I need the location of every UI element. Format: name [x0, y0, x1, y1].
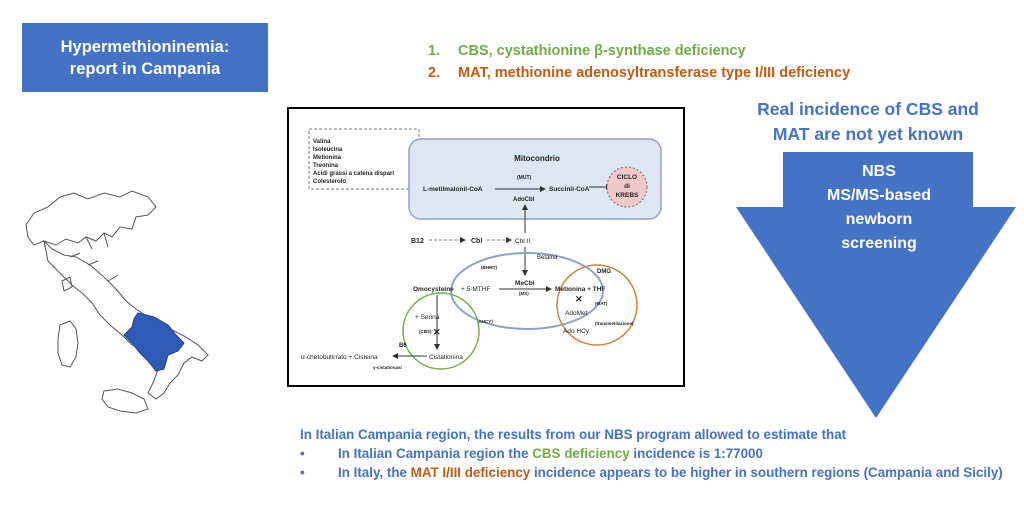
mat-block-icon: ✕ [575, 294, 583, 304]
cbs-circle [402, 292, 480, 370]
down-arrow-shape [736, 152, 1016, 418]
omocisteina-label: Omocysteine [413, 286, 454, 293]
nbs-arrow-text: NBS MS/MS-based newborn screening [826, 163, 931, 252]
input-item: Treonina [313, 163, 339, 169]
l-metilmalonil-label: L-metilmalonil-CoA [423, 186, 483, 193]
metionina-label: Metionina + THF [555, 286, 605, 293]
succinil-label: Succinil-CoA [549, 186, 590, 193]
cbs-label: (CBS) [419, 329, 432, 334]
italy-outline [25, 190, 209, 414]
cistationina-label: Cistationina [429, 354, 463, 361]
b12-label: B12 [411, 238, 424, 245]
five-mthf-label: + 5-MTHF [461, 286, 490, 293]
title-line1: Hypermethioninemia: [60, 37, 230, 56]
bhmt-label: (BHMT) [481, 265, 497, 270]
campania-region [123, 312, 185, 372]
real-incidence-text: Real incidence of CBS and MAT are not ye… [757, 99, 979, 144]
cbl-label: Cbl [471, 238, 482, 245]
betaina-label: Betaina [537, 255, 558, 261]
dmg-label: DMG [597, 269, 611, 275]
list-item-mat: 2.MAT, methionine adenosyltransferase ty… [428, 65, 851, 81]
mitochondrion-box [408, 138, 662, 220]
transmetilazione-label: (transmetilazione) [595, 321, 634, 326]
mitochondrion-label: Mitocondrio [514, 154, 560, 163]
krebs-label: KREBS [616, 192, 639, 199]
input-item: Acidi grassi a catena dispari [313, 171, 394, 177]
italy-map [25, 190, 209, 414]
input-item: Valina [313, 139, 331, 145]
title-box: Hypermethioninemia: report in Campania [22, 23, 268, 92]
adomet-label: AdoMet [565, 310, 588, 317]
krebs-label: CICLO [617, 174, 637, 181]
list-item-cbs: 1.CBS, cystathionine β-synthase deficien… [428, 43, 746, 59]
input-item: Colesterolo [313, 179, 346, 185]
adocbl-label: AdoCbl [513, 197, 535, 203]
mut-label: (MUT) [517, 175, 531, 181]
mat-label: (MAT) [595, 301, 608, 306]
conclusion-intro: In Italian Campania region, the results … [300, 427, 847, 442]
gamma-label: γ-cistationasi [373, 365, 402, 370]
input-item: Metionina [313, 155, 342, 161]
chetobutirrato-label: α-chetobutirrato + Cisteina [301, 354, 378, 361]
ms-label: (MS) [519, 291, 529, 296]
conclusions-text: In Italian Campania region, the results … [300, 425, 1020, 482]
metabolic-pathway-diagram: Valina Isoleucina Metionina Treonina Aci… [287, 107, 685, 387]
cbs-block-icon: ✕ [433, 327, 441, 337]
input-item: Isoleucina [313, 147, 343, 153]
conclusion-bullet-cbs: • In Italian Campania region the CBS def… [300, 446, 763, 461]
pathway-svg: Valina Isoleucina Metionina Treonina Aci… [301, 128, 662, 370]
adohcy-label: Ado HCy [563, 328, 590, 335]
methionine-cycle [450, 252, 604, 330]
deficiency-list: 1.CBS, cystathionine β-synthase deficien… [428, 40, 850, 84]
mecbl-label: MeCbl [515, 280, 535, 287]
ahcy-label: (AHCY) [477, 319, 493, 324]
conclusion-bullet-mat: • In Italy, the MAT I/III deficiency inc… [300, 465, 1003, 480]
krebs-cycle [606, 166, 648, 208]
b6-label: B6 [399, 343, 407, 349]
krebs-label: di [624, 183, 630, 190]
mat-cycle [556, 264, 638, 346]
cbl2-label: Cbl II [515, 238, 530, 245]
title-line2: report in Campania [69, 59, 221, 78]
serina-label: + Serina [415, 314, 440, 321]
